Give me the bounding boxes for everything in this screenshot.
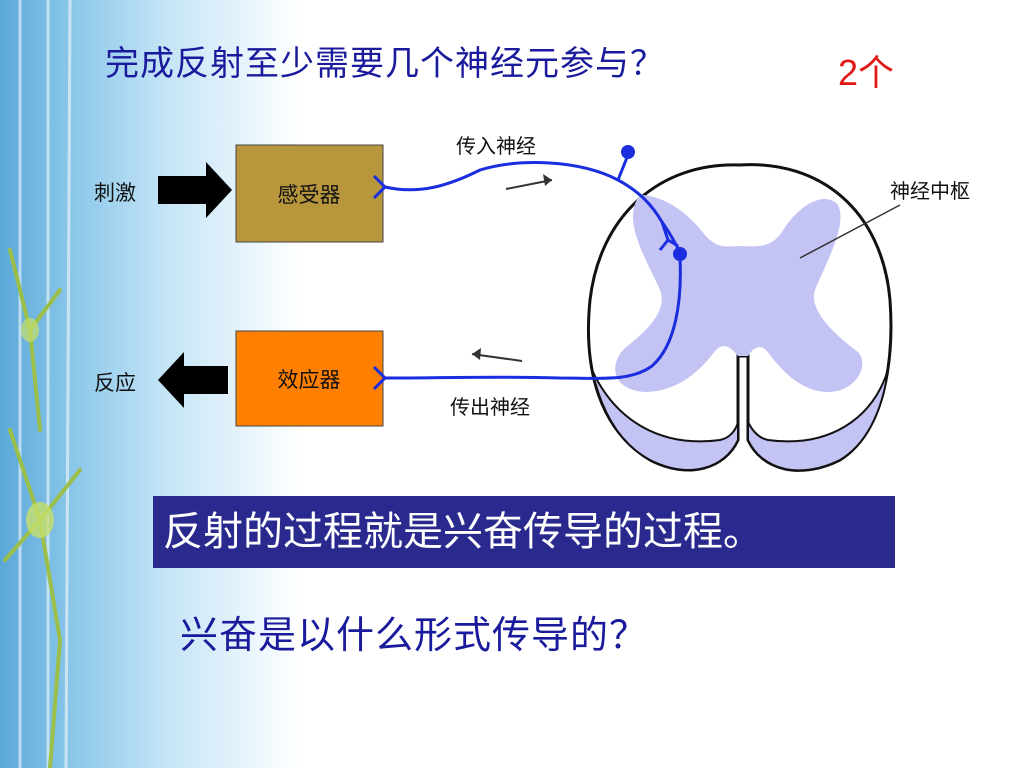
synapse-icon <box>658 221 679 251</box>
response-arrow-icon <box>158 352 228 408</box>
effector-box <box>235 330 384 427</box>
statement-banner: 反射的过程就是兴奋传导的过程。 <box>153 496 895 568</box>
efferent-direction-arrow-icon <box>472 348 481 360</box>
afferent-nerve <box>384 161 682 253</box>
ventral-white-matter-left <box>591 369 739 471</box>
effector-label: 效应器 <box>278 368 341 392</box>
stimulus-arrow-icon <box>158 162 232 218</box>
response-label: 反应 <box>94 371 136 395</box>
neuron-illustration <box>3 0 82 768</box>
receptor-box <box>235 144 384 243</box>
afferent-label: 传入神经 <box>456 134 536 158</box>
efferent-nerve <box>384 257 682 380</box>
center-leader-line <box>799 204 901 259</box>
receptor-label: 感受器 <box>278 183 341 207</box>
slide-title: 完成反射至少需要几个神经元参与？ <box>105 44 665 84</box>
afferent-ending-icon <box>372 174 387 200</box>
question-text: 兴奋是以什么形式传导的？ <box>180 613 649 657</box>
efferent-ending-icon <box>372 365 387 391</box>
stimulus-label: 刺激 <box>94 181 136 205</box>
efferent-cell-body <box>673 247 687 261</box>
efferent-label: 传出神经 <box>450 395 530 419</box>
center-label: 神经中枢 <box>890 179 970 203</box>
afferent-cell-body <box>621 145 635 159</box>
answer-text: 2个 <box>838 52 895 93</box>
ventral-white-matter-right <box>747 369 889 472</box>
afferent-direction-arrow-icon <box>543 174 552 186</box>
